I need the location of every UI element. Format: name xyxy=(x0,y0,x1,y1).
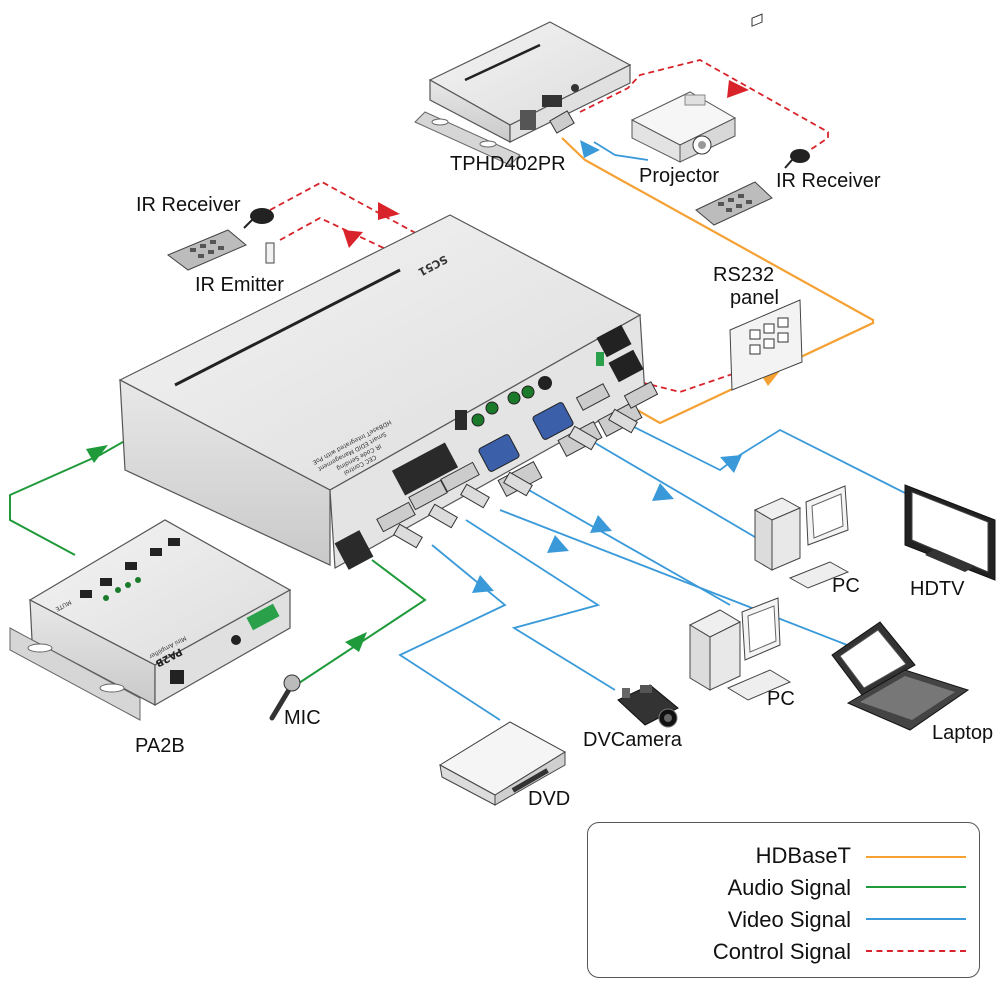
video-lines xyxy=(398,141,906,721)
tphd402pr-device xyxy=(414,21,632,166)
dvd-player xyxy=(439,721,566,806)
label-laptop: Laptop xyxy=(932,722,994,744)
legend-label-video: Video Signal xyxy=(727,907,851,932)
label-pc-top: PC xyxy=(832,575,860,597)
ir-receiver-right-device xyxy=(784,149,810,169)
legend: HDBaseT Audio Signal Video Signal Contro… xyxy=(587,822,980,978)
dvcamera-device xyxy=(617,684,679,728)
projector xyxy=(630,91,737,163)
label-tphd402pr: TPHD402PR xyxy=(450,153,566,175)
legend-label-control: Control Signal xyxy=(712,939,851,964)
ir-emitter-device xyxy=(265,242,275,264)
label-ir-receiver-right: IR Receiver xyxy=(776,170,881,192)
label-ir-receiver-left: IR Receiver xyxy=(136,194,241,216)
remote-control-right xyxy=(695,181,773,226)
main-switcher: SC51 HDBaseT Integrated with PoE Smart E… xyxy=(118,214,659,570)
rs232-panel-device xyxy=(729,13,803,391)
legend-label-audio: Audio Signal xyxy=(727,875,851,900)
label-pc-bottom: PC xyxy=(767,688,795,710)
label-dvd: DVD xyxy=(528,788,571,810)
label-rs232: RS232 xyxy=(713,264,775,286)
pa2b-device: PA2B Mini Amplifier MUTE xyxy=(9,519,292,721)
legend-line-control xyxy=(866,950,966,952)
label-pa2b: PA2B xyxy=(135,735,185,757)
label-ir-emitter: IR Emitter xyxy=(195,274,284,296)
cable-plugs xyxy=(393,408,638,549)
label-mic: MIC xyxy=(284,707,321,729)
pc-bottom-device xyxy=(688,597,792,701)
legend-line-audio xyxy=(866,886,966,888)
label-rs232-panel: panel xyxy=(730,287,779,309)
legend-label-hdbaset: HDBaseT xyxy=(755,843,851,868)
label-projector: Projector xyxy=(639,165,720,187)
legend-line-hdbaset xyxy=(866,856,966,858)
video-arrows xyxy=(472,140,742,593)
hdtv-device xyxy=(904,484,996,581)
label-hdtv: HDTV xyxy=(910,578,965,600)
remote-control-left xyxy=(167,229,247,271)
ir-receiver-left-device xyxy=(243,208,274,229)
legend-line-video xyxy=(866,918,966,920)
mic-device xyxy=(269,674,301,721)
label-dvcamera: DVCamera xyxy=(583,729,682,751)
pc-top-device xyxy=(753,485,850,589)
laptop-device xyxy=(831,621,970,731)
